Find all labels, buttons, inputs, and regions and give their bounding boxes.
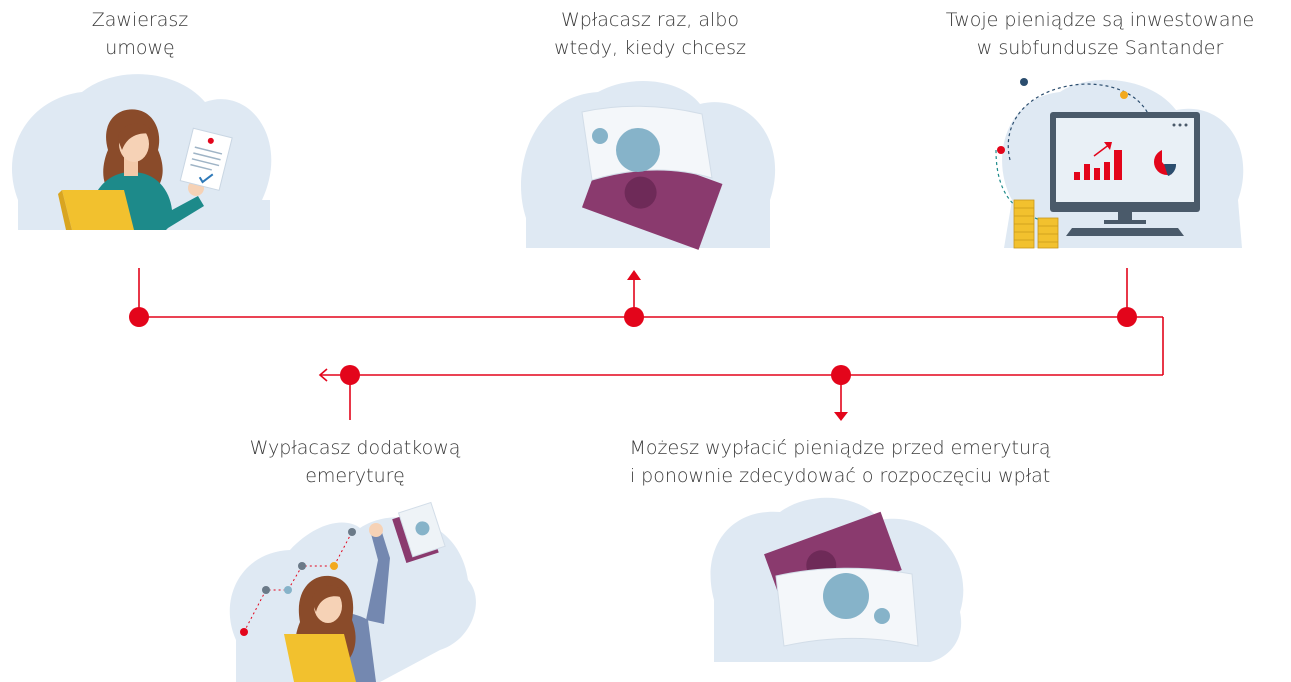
step-3-caption: Twoje pieniądze są inwestowane w subfund…	[930, 6, 1270, 62]
step-1-caption: Zawierasz umowę	[40, 6, 240, 62]
step-3-line2: w subfundusze Santander	[976, 37, 1224, 59]
monitor-chart-icon	[995, 78, 1244, 249]
woman-celebrating-icon	[229, 501, 476, 682]
timeline	[138, 268, 1164, 420]
banknotes-icon	[521, 80, 776, 250]
step-5-line1: Możesz wypłacić pieniądze przed emerytur…	[629, 437, 1051, 459]
step-4-line2: emeryturę	[305, 465, 405, 487]
woman-signing-contract-icon	[11, 74, 272, 230]
step-1-line2: umowę	[105, 37, 175, 59]
step-5-line2: i ponownie zdecydować o rozpoczęciu wpła…	[629, 465, 1051, 487]
step-4-line1: Wypłacasz dodatkową	[249, 437, 461, 459]
step-4-caption: Wypłacasz dodatkową emeryturę	[220, 434, 490, 490]
down-arrow-icon	[834, 412, 848, 421]
banknotes-withdraw-icon	[710, 497, 964, 662]
step-5-marker	[831, 365, 851, 385]
step-3-line1: Twoje pieniądze są inwestowane	[945, 9, 1255, 31]
step-2-marker	[624, 307, 644, 327]
up-arrow-icon	[627, 270, 641, 280]
step-2-caption: Wpłacasz raz, albo wtedy, kiedy chcesz	[500, 6, 800, 62]
step-3-marker	[1117, 307, 1137, 327]
step-4-marker	[340, 365, 360, 385]
step-2-line2: wtedy, kiedy chcesz	[554, 37, 746, 59]
step-5-caption: Możesz wypłacić pieniądze przed emerytur…	[590, 434, 1090, 490]
step-1-marker	[129, 307, 149, 327]
step-1-line1: Zawierasz	[91, 9, 189, 31]
step-2-line1: Wpłacasz raz, albo	[560, 9, 739, 31]
